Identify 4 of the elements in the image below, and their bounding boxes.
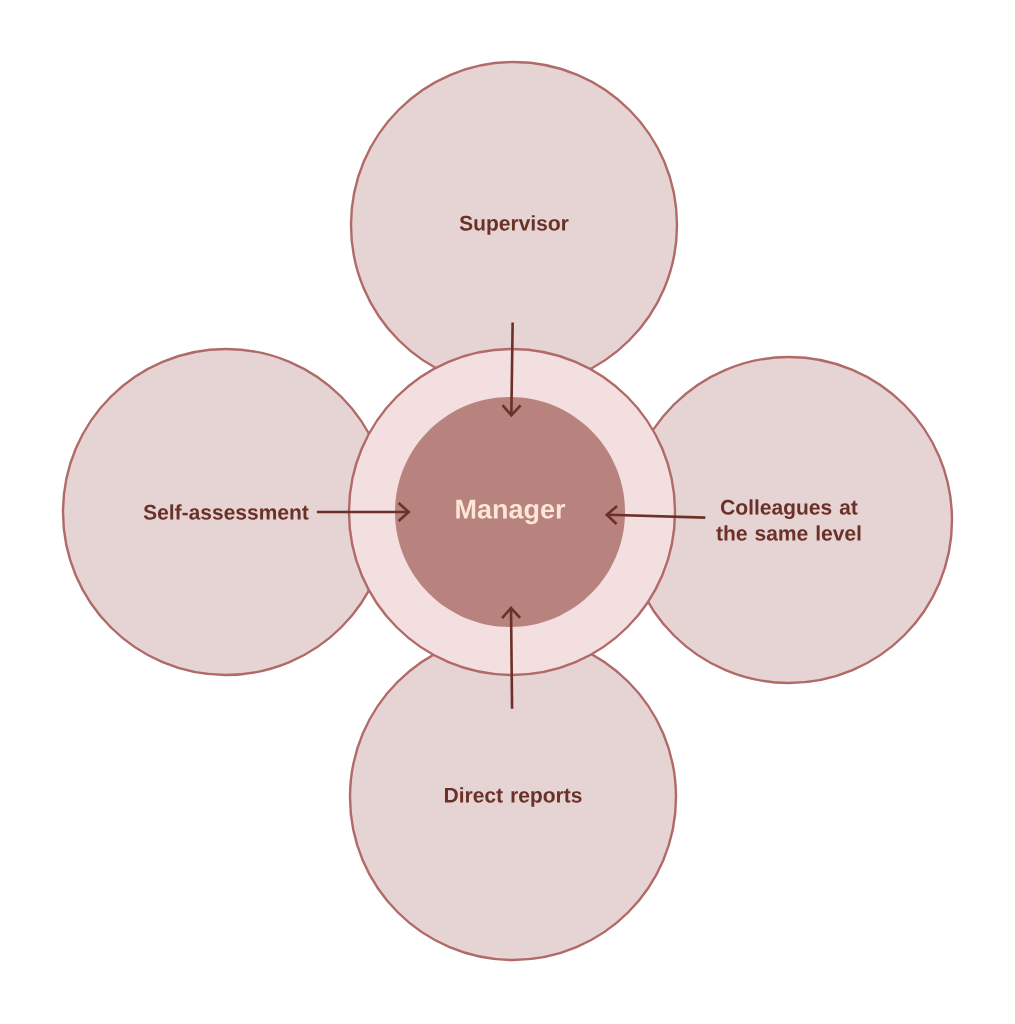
arrow <box>501 606 522 709</box>
arrow <box>501 322 522 418</box>
arrow <box>604 505 706 525</box>
arrow <box>316 502 411 522</box>
